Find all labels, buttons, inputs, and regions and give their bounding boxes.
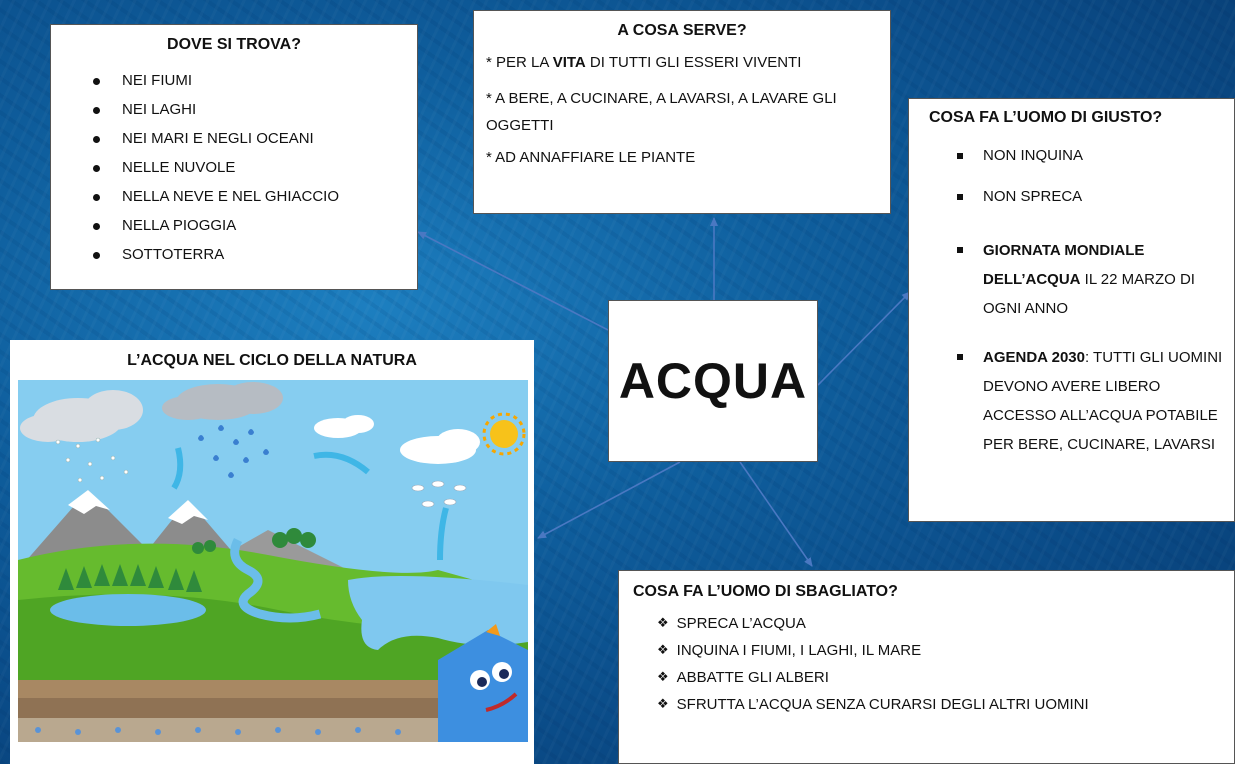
bullet-square-icon [957, 153, 963, 159]
arrow-to-sbagliato [739, 461, 813, 567]
dove-item: NEI LAGHI [91, 101, 417, 130]
bullet-dot-icon [93, 136, 100, 143]
dove-item: SOTTOTERRA [91, 246, 417, 275]
water-drop-mascot-icon [438, 624, 528, 742]
serve-title: A COSA SERVE? [617, 22, 747, 39]
diamond-bullet-icon: ❖ [657, 615, 669, 630]
sbagliato-title: COSA FA L’UOMO DI SBAGLIATO? [633, 583, 898, 600]
dove-box: DOVE SI TROVA? NEI FIUMI NEI LAGHI NEI M… [50, 24, 418, 290]
giusto-item: AGENDA 2030: TUTTI GLI UOMINI DEVONO AVE… [955, 343, 1226, 459]
arrow-to-ciclo [537, 461, 681, 539]
giusto-box: COSA FA L’UOMO DI GIUSTO? NON INQUINA NO… [908, 98, 1235, 522]
serve-line-2: * A BERE, A CUCINARE, A LAVARSI, A LAVAR… [486, 90, 837, 134]
bullet-square-icon [957, 194, 963, 200]
sun-icon [482, 412, 526, 456]
giusto-item: NON SPRECA [955, 188, 1226, 205]
cloud-icon [20, 390, 143, 442]
dove-item: NELLE NUVOLE [91, 159, 417, 188]
rain-cloud-icon [162, 382, 283, 420]
bullet-square-icon [957, 354, 963, 360]
acqua-center-box: ACQUA [608, 300, 818, 462]
dove-title: DOVE SI TROVA? [167, 36, 301, 53]
small-cloud-icon [314, 415, 374, 438]
bullet-dot-icon [93, 194, 100, 201]
sbagliato-item: ❖SPRECA L’ACQUA [657, 615, 806, 632]
ciclo-box: L’ACQUA NEL CICLO DELLA NATURA [10, 340, 534, 764]
sbagliato-list: ❖SPRECA L’ACQUA ❖INQUINA I FIUMI, I LAGH… [657, 615, 1234, 723]
sbagliato-box: COSA FA L’UOMO DI SBAGLIATO? ❖SPRECA L’A… [618, 570, 1235, 764]
arrow-to-giusto [817, 291, 911, 386]
dove-list: NEI FIUMI NEI LAGHI NEI MARI E NEGLI OCE… [91, 72, 417, 275]
giusto-list: NON INQUINA NON SPRECA GIORNATA MONDIALE… [955, 147, 1226, 459]
cloud-icon [400, 429, 480, 464]
serve-line-3: * AD ANNAFFIARE LE PIANTE [486, 149, 696, 166]
giusto-item: GIORNATA MONDIALE DELL’ACQUA IL 22 MARZO… [955, 236, 1226, 323]
serve-line-1: * PER LA VITA DI TUTTI GLI ESSERI VIVENT… [486, 54, 802, 71]
diamond-bullet-icon: ❖ [657, 696, 669, 711]
diamond-bullet-icon: ❖ [657, 669, 669, 684]
ciclo-title: L’ACQUA NEL CICLO DELLA NATURA [127, 352, 417, 369]
sbagliato-item: ❖SFRUTTA L’ACQUA SENZA CURARSI DEGLI ALT… [657, 696, 1089, 713]
dove-item: NELLA PIOGGIA [91, 217, 417, 246]
dove-item: NEI FIUMI [91, 72, 417, 101]
bullet-dot-icon [93, 78, 100, 85]
serve-box: A COSA SERVE? * PER LA VITA DI TUTTI GLI… [473, 10, 891, 214]
bullet-dot-icon [93, 165, 100, 172]
bullet-dot-icon [93, 252, 100, 259]
dove-item: NEI MARI E NEGLI OCEANI [91, 130, 417, 159]
bullet-dot-icon [93, 223, 100, 230]
bullet-square-icon [957, 247, 963, 253]
bullet-dot-icon [93, 107, 100, 114]
water-cycle-illustration [18, 380, 528, 742]
dove-item: NELLA NEVE E NEL GHIACCIO [91, 188, 417, 217]
sbagliato-item: ❖ABBATTE GLI ALBERI [657, 669, 829, 686]
giusto-title: COSA FA L’UOMO DI GIUSTO? [929, 109, 1163, 126]
sbagliato-item: ❖INQUINA I FIUMI, I LAGHI, IL MARE [657, 642, 922, 659]
diamond-bullet-icon: ❖ [657, 642, 669, 657]
arrow-to-dove [417, 231, 609, 331]
giusto-item: NON INQUINA [955, 147, 1226, 164]
acqua-label: ACQUA [618, 353, 808, 409]
